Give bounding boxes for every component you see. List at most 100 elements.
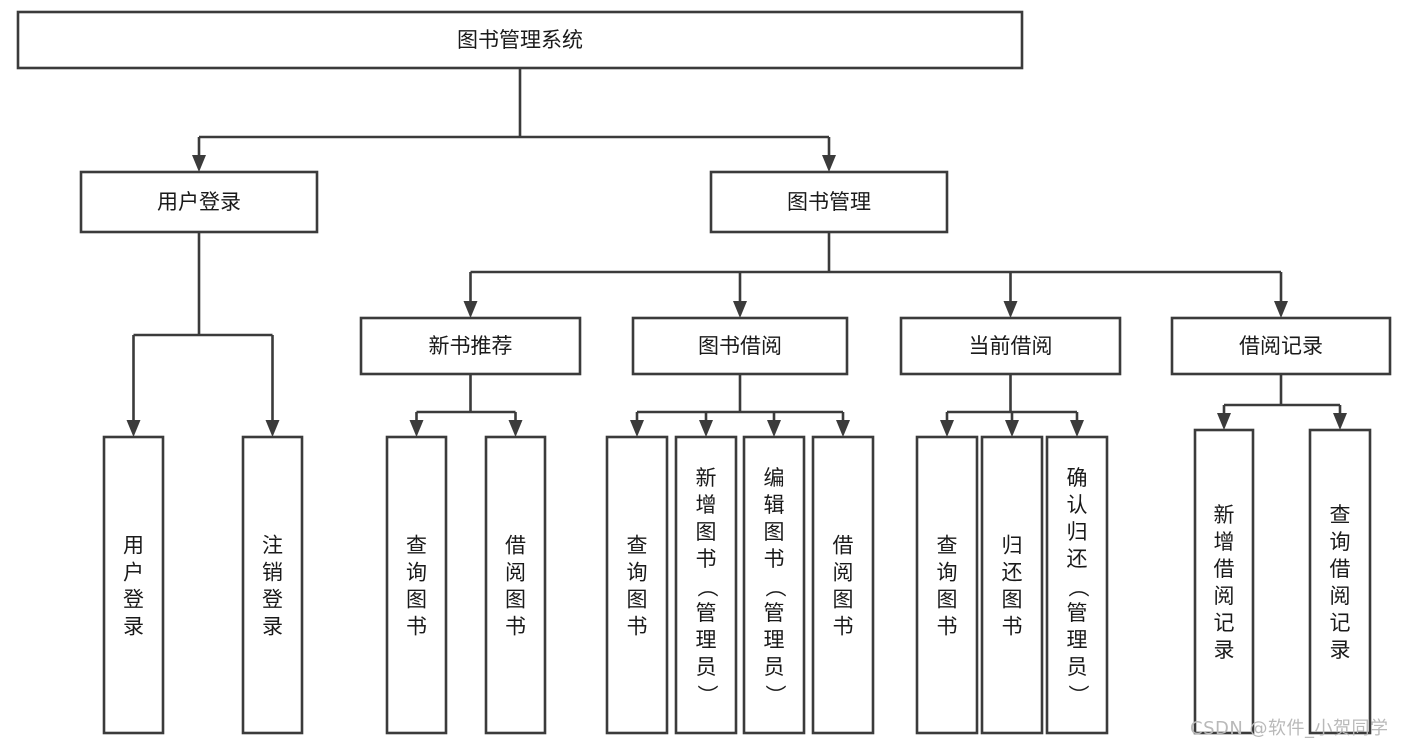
- svg-text:阅: 阅: [1214, 584, 1235, 608]
- csdn-watermark: CSDN @软件_小贺同学: [1190, 718, 1389, 739]
- svg-text:管: 管: [764, 601, 785, 625]
- node-level3-图书借阅[interactable]: 图书借阅: [631, 316, 849, 376]
- svg-text:图: 图: [627, 588, 648, 612]
- arrow-head-icon: [409, 420, 424, 437]
- svg-text:认: 认: [1067, 493, 1088, 517]
- svg-text:）: ）: [763, 685, 787, 706]
- node-leaf-2-rect[interactable]: [385, 435, 448, 735]
- svg-text:询: 询: [406, 561, 427, 585]
- node-level2-用户登录-rect[interactable]: [79, 170, 319, 234]
- svg-text:归: 归: [1067, 520, 1088, 544]
- arrow-head-icon: [699, 420, 713, 437]
- node-leaf-9-rect[interactable]: [980, 435, 1044, 735]
- node-leaf-10-rect[interactable]: [1045, 435, 1109, 735]
- node-leaf-1-rect[interactable]: [241, 435, 304, 735]
- svg-text:录: 录: [262, 615, 283, 639]
- node-level2-图书管理[interactable]: 图书管理: [709, 170, 949, 234]
- svg-text:书: 书: [764, 547, 785, 571]
- node-level3-借阅记录-rect[interactable]: [1170, 316, 1392, 376]
- svg-text:增: 增: [696, 493, 717, 517]
- svg-text:员: 员: [764, 655, 785, 679]
- node-level2-图书管理-rect[interactable]: [709, 170, 949, 234]
- arrow-head-icon: [630, 420, 644, 437]
- node-leaf-0-rect[interactable]: [102, 435, 165, 735]
- svg-text:询: 询: [627, 561, 648, 585]
- node-leaf-0[interactable]: 用户登录: [102, 435, 165, 735]
- node-root-图书管理系统-rect[interactable]: [16, 10, 1024, 70]
- svg-text:书: 书: [937, 615, 958, 639]
- svg-text:查: 查: [937, 534, 958, 558]
- svg-text:理: 理: [696, 628, 717, 652]
- arrow-head-icon: [1274, 301, 1288, 318]
- arrow-head-icon: [836, 420, 850, 437]
- svg-text:用: 用: [123, 534, 144, 558]
- node-root-图书管理系统[interactable]: 图书管理系统: [16, 10, 1024, 70]
- svg-text:阅: 阅: [505, 561, 526, 585]
- svg-text:新: 新: [696, 466, 717, 490]
- svg-text:查: 查: [1330, 503, 1351, 527]
- svg-text:图: 图: [696, 520, 717, 544]
- svg-text:借: 借: [1214, 557, 1235, 581]
- svg-text:还: 还: [1067, 547, 1088, 571]
- svg-text:编: 编: [764, 466, 785, 490]
- svg-text:理: 理: [764, 628, 785, 652]
- svg-text:书: 书: [505, 615, 526, 639]
- node-level2-用户登录-label: 用户登录: [157, 190, 241, 214]
- node-level3-新书推荐[interactable]: 新书推荐: [359, 316, 582, 376]
- node-boxes-group: 图书管理系统用户登录图书管理新书推荐图书借阅当前借阅借阅记录用户登录注销登录查询…: [16, 10, 1392, 735]
- svg-text:归: 归: [1002, 534, 1023, 558]
- node-level3-当前借阅-rect[interactable]: [899, 316, 1122, 376]
- node-leaf-5-rect[interactable]: [674, 435, 738, 735]
- node-level3-借阅记录[interactable]: 借阅记录: [1170, 316, 1392, 376]
- node-level2-用户登录[interactable]: 用户登录: [79, 170, 319, 234]
- svg-text:（: （: [1066, 577, 1090, 598]
- svg-text:户: 户: [123, 561, 144, 585]
- svg-text:新: 新: [1214, 503, 1235, 527]
- node-level3-当前借阅[interactable]: 当前借阅: [899, 316, 1122, 376]
- node-leaf-3-rect[interactable]: [484, 435, 547, 735]
- svg-text:图: 图: [1002, 588, 1023, 612]
- svg-text:阅: 阅: [833, 561, 854, 585]
- arrow-head-icon: [940, 420, 954, 437]
- svg-text:询: 询: [937, 561, 958, 585]
- node-level3-新书推荐-rect[interactable]: [359, 316, 582, 376]
- node-level3-图书借阅-rect[interactable]: [631, 316, 849, 376]
- node-leaf-8-rect[interactable]: [915, 435, 979, 735]
- node-leaf-11-rect[interactable]: [1193, 428, 1255, 735]
- svg-text:录: 录: [1214, 638, 1235, 662]
- svg-text:（: （: [763, 577, 787, 598]
- svg-text:书: 书: [833, 615, 854, 639]
- node-leaf-7-rect[interactable]: [811, 435, 875, 735]
- node-leaf-12-rect[interactable]: [1308, 428, 1372, 735]
- node-leaf-4-rect[interactable]: [605, 435, 669, 735]
- svg-text:书: 书: [696, 547, 717, 571]
- svg-text:录: 录: [123, 615, 144, 639]
- svg-text:管: 管: [1067, 601, 1088, 625]
- arrow-head-icon: [1333, 413, 1347, 430]
- node-leaf-6-rect[interactable]: [742, 435, 806, 735]
- svg-text:登: 登: [262, 588, 283, 612]
- svg-text:询: 询: [1330, 530, 1351, 554]
